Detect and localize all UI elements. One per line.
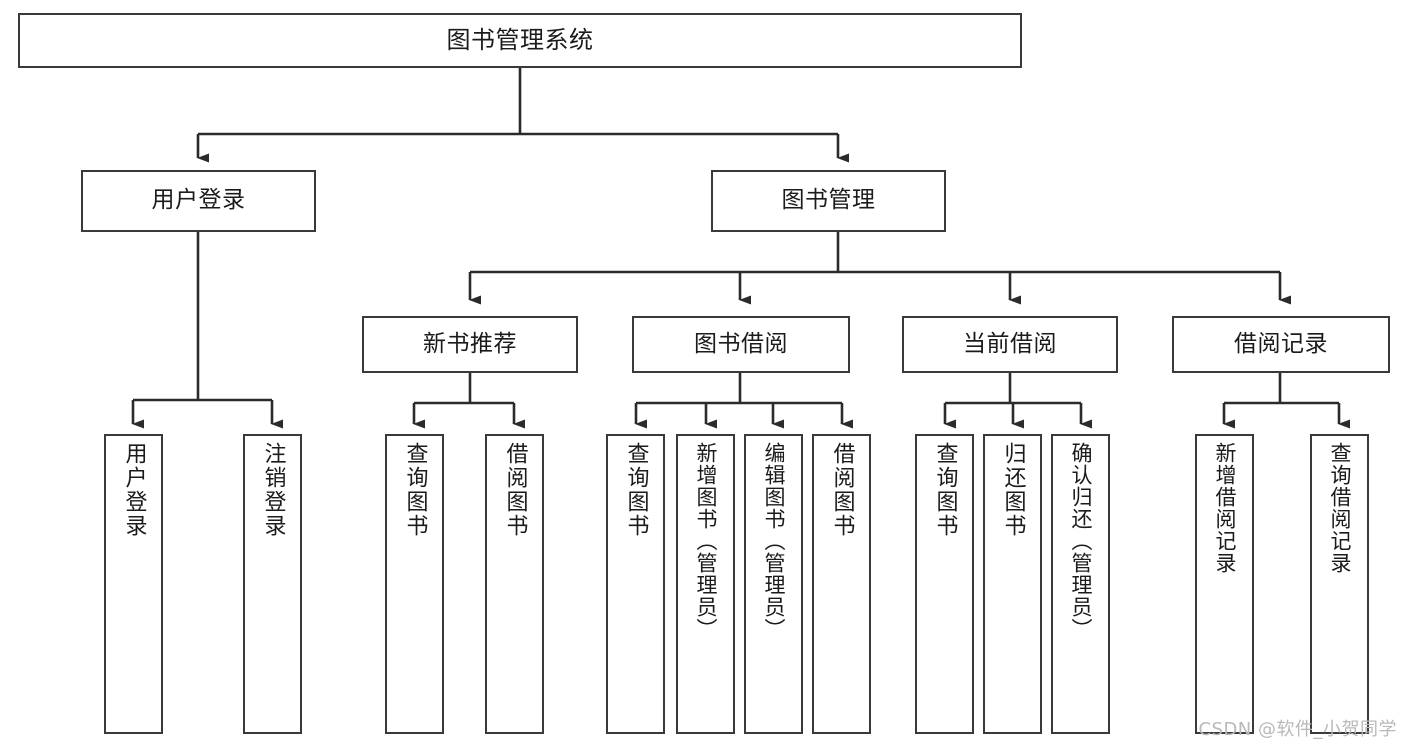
leaf-add-book-admin[interactable]: 新增图书（管理员） <box>676 434 735 734</box>
node-label: 查询图书 <box>623 442 649 538</box>
node-current-borrow[interactable]: 当前借阅 <box>902 316 1118 373</box>
node-label: 新增图书（管理员） <box>694 442 718 640</box>
node-label: 编辑图书（管理员） <box>762 442 786 640</box>
leaf-confirm-return-admin[interactable]: 确认归还（管理员） <box>1051 434 1110 734</box>
node-label: 新书推荐 <box>423 330 517 357</box>
watermark-text: CSDN @软件_小贺同学 <box>1198 719 1397 740</box>
node-label: 当前借阅 <box>963 330 1057 357</box>
node-root-system[interactable]: 图书管理系统 <box>18 13 1022 68</box>
leaf-borrow-book-recommend[interactable]: 借阅图书 <box>485 434 544 734</box>
leaf-query-book-current[interactable]: 查询图书 <box>915 434 974 734</box>
leaf-add-borrow-record[interactable]: 新增借阅记录 <box>1195 434 1254 734</box>
node-label: 注销登录 <box>260 442 286 538</box>
leaf-borrow-book[interactable]: 借阅图书 <box>812 434 871 734</box>
node-label: 新增借阅记录 <box>1213 442 1237 574</box>
node-label: 用户登录 <box>151 187 246 214</box>
node-label: 确认归还（管理员） <box>1069 442 1093 640</box>
node-label: 查询借阅记录 <box>1328 442 1352 574</box>
leaf-edit-book-admin[interactable]: 编辑图书（管理员） <box>744 434 803 734</box>
node-label: 图书借阅 <box>694 330 788 357</box>
leaf-query-borrow-record[interactable]: 查询借阅记录 <box>1310 434 1369 734</box>
node-label: 查询图书 <box>402 442 428 538</box>
leaf-return-book[interactable]: 归还图书 <box>983 434 1042 734</box>
leaf-query-book-borrow[interactable]: 查询图书 <box>606 434 665 734</box>
node-label: 借阅记录 <box>1234 330 1328 357</box>
leaf-query-book-recommend[interactable]: 查询图书 <box>385 434 444 734</box>
node-label: 借阅图书 <box>829 442 855 538</box>
node-borrow-record[interactable]: 借阅记录 <box>1172 316 1390 373</box>
node-label: 图书管理系统 <box>446 26 594 55</box>
node-new-book-recommend[interactable]: 新书推荐 <box>362 316 578 373</box>
node-label: 借阅图书 <box>502 442 528 538</box>
leaf-logout[interactable]: 注销登录 <box>243 434 302 734</box>
node-label: 图书管理 <box>781 187 876 214</box>
node-book-borrow[interactable]: 图书借阅 <box>632 316 850 373</box>
node-label: 查询图书 <box>932 442 958 538</box>
node-user-login[interactable]: 用户登录 <box>81 170 316 232</box>
leaf-user-login[interactable]: 用户登录 <box>104 434 163 734</box>
node-label: 归还图书 <box>1000 442 1026 538</box>
node-label: 用户登录 <box>121 442 147 538</box>
node-book-management[interactable]: 图书管理 <box>711 170 946 232</box>
